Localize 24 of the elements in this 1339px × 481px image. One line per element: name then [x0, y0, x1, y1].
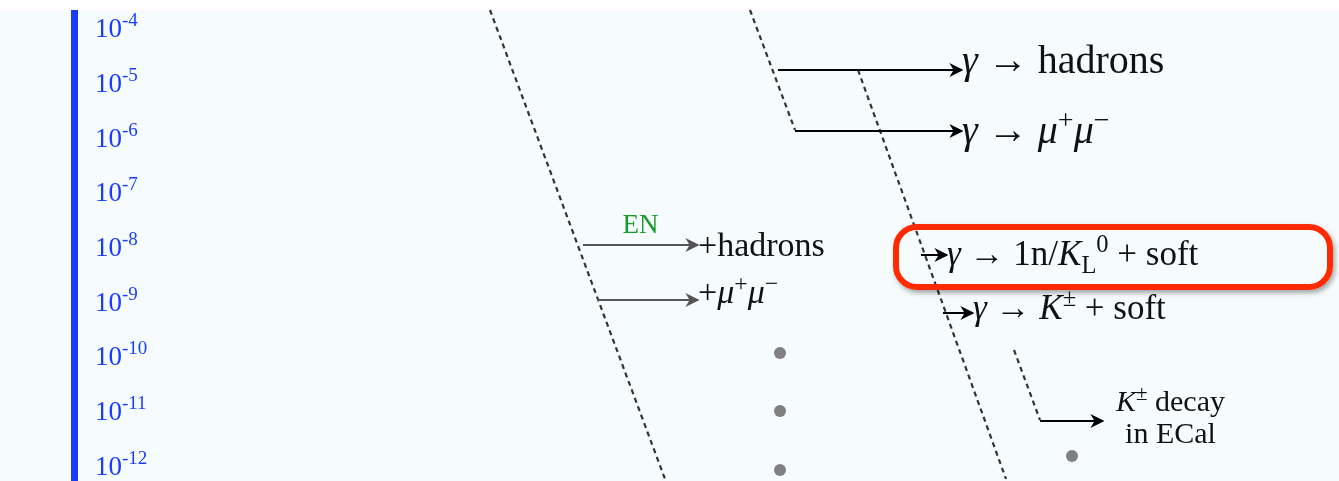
axis-tick-label: 10$^{-7}$	[95, 174, 138, 206]
arrow	[794, 124, 964, 138]
arrow	[942, 306, 975, 320]
edge-label: EN	[622, 211, 659, 238]
process-label: γ → hadrons	[962, 40, 1165, 80]
arrow	[582, 238, 700, 252]
arrow	[1039, 414, 1105, 428]
process-label: γ → μ$^{+}$μ$^{−}$	[962, 110, 1110, 150]
axis-tick-label: 10$^{-5}$	[95, 65, 138, 97]
arrow	[597, 293, 700, 307]
arrow	[777, 63, 964, 77]
arrow	[920, 248, 949, 262]
axis-tick-label: 10$^{-6}$	[95, 120, 138, 152]
process-label: γ → 1n/K$_{L}$$^{0}$ + soft	[947, 236, 1199, 271]
process-label: +μ$^{+}$μ$^{−}$	[698, 275, 779, 309]
process-label: +hadrons	[698, 228, 825, 262]
axis-tick-label: 10$^{-12}$	[95, 448, 148, 480]
axis-tick-label: 10$^{-4}$	[95, 10, 138, 42]
process-label: K$^{±}$ decay in ECal	[1103, 385, 1238, 448]
axis-tick-label: 10$^{-9}$	[95, 284, 138, 316]
axis-tick-label: 10$^{-10}$	[95, 338, 148, 370]
axis-tick-label: 10$^{-11}$	[95, 393, 147, 425]
process-label: γ → K$^{±}$ + soft	[973, 290, 1166, 325]
axis-tick-label: 10$^{-8}$	[95, 229, 138, 261]
